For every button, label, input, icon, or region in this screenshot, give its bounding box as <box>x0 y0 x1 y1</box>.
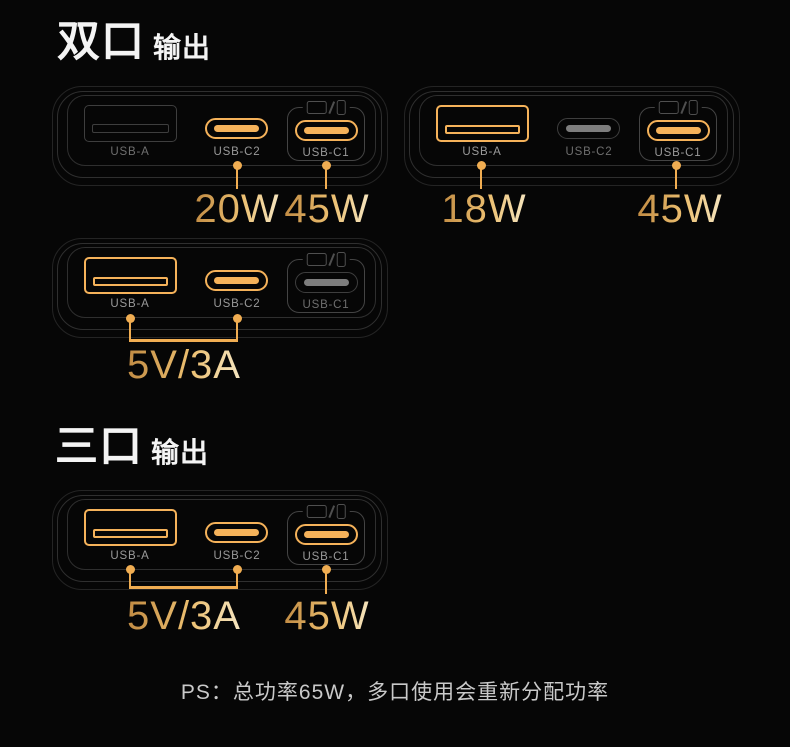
output-value-usb-c1: 45W <box>284 187 370 231</box>
laptop-phone-icon <box>654 99 702 116</box>
usb-a-slot <box>93 529 168 538</box>
laptop-icon <box>658 101 679 114</box>
output-value-usb-a: 18W <box>441 187 527 231</box>
port-panel-outline <box>67 95 376 166</box>
section-title-small: 输出 <box>151 437 210 468</box>
connector-line <box>324 569 328 594</box>
device-face-outline <box>57 243 382 330</box>
usb-a-label: USB-A <box>110 550 150 562</box>
usb-a-port <box>84 509 177 546</box>
usb-a-slot <box>93 277 168 286</box>
usb-c1-label: USB-C1 <box>296 299 356 311</box>
usb-c1-tongue <box>304 279 349 286</box>
port-panel-outline <box>67 499 376 570</box>
usb-c1-port <box>647 120 710 141</box>
usb-c1-tongue <box>304 531 349 538</box>
total-power-note: PS：总功率65W，多口使用会重新分配功率 <box>180 681 610 704</box>
port-panel-outline <box>419 95 728 166</box>
usb-c1-tongue <box>656 127 701 134</box>
laptop-icon <box>306 101 327 114</box>
section-title-small: 输出 <box>153 32 212 63</box>
usb-c2-label: USB-C2 <box>213 146 261 158</box>
usb-a-port <box>436 105 529 142</box>
usb-a-label: USB-A <box>462 146 502 158</box>
laptop-phone-icon <box>302 251 350 268</box>
device-shell-outline <box>52 86 388 186</box>
phone-icon <box>336 252 346 267</box>
connector-line <box>479 165 483 189</box>
powerbank-diagram-triple: USB-A USB-C2 USB-C1 5V/3A 45W <box>52 490 388 636</box>
connector-merge-line <box>128 339 239 342</box>
laptop-phone-icon <box>302 503 350 520</box>
output-value-usb-c1: 45W <box>284 594 370 638</box>
usb-a-label: USB-A <box>110 146 150 158</box>
port-panel-outline <box>67 247 376 318</box>
slash-icon <box>328 505 335 518</box>
device-shell-outline <box>52 490 388 590</box>
usb-c2-port <box>557 118 620 139</box>
laptop-phone-icon <box>302 99 350 116</box>
usb-a-slot <box>92 124 169 133</box>
device-face-outline <box>57 91 382 178</box>
usb-c2-label: USB-C2 <box>213 298 261 310</box>
connector-line <box>235 165 239 189</box>
section-title-dual-output: 双口 输出 <box>57 21 211 64</box>
section-title-triple-output: 三口 输出 <box>55 426 209 469</box>
connector-merge-line <box>128 586 239 589</box>
usb-c1-port <box>295 524 358 545</box>
usb-a-slot <box>445 125 520 134</box>
usb-c1-label: USB-C1 <box>648 147 708 159</box>
usb-c1-port <box>295 120 358 141</box>
phone-icon <box>336 100 346 115</box>
phone-icon <box>688 100 698 115</box>
powerbank-diagram-dual-a-c1: USB-A USB-C2 USB-C1 18W 45W <box>404 86 740 229</box>
usb-c2-label: USB-C2 <box>213 550 261 562</box>
slash-icon <box>680 101 687 114</box>
laptop-icon <box>306 505 327 518</box>
usb-c1-label: USB-C1 <box>296 551 356 563</box>
connector-line <box>235 569 239 589</box>
section-title-big: 三口 <box>55 423 143 471</box>
usb-c2-port <box>205 118 268 139</box>
usb-c2-port <box>205 270 268 291</box>
usb-a-port <box>84 105 177 142</box>
usb-a-port <box>84 257 177 294</box>
usb-c2-label: USB-C2 <box>565 146 613 158</box>
usb-a-label: USB-A <box>110 298 150 310</box>
phone-icon <box>336 504 346 519</box>
usb-c1-port <box>295 272 358 293</box>
powerbank-diagram-dual-c2-c1: USB-A USB-C2 USB-C1 20W 45W <box>52 86 388 229</box>
laptop-icon <box>306 253 327 266</box>
output-value-usb-a-c2: 5V/3A <box>127 594 241 638</box>
section-title-big: 双口 <box>57 18 145 66</box>
device-shell-outline <box>52 238 388 338</box>
powerbank-diagram-dual-a-c2: USB-A USB-C2 USB-C1 5V/3A <box>52 238 388 385</box>
usb-c1-label: USB-C1 <box>296 147 356 159</box>
connector-line <box>324 165 328 189</box>
connector-line <box>235 318 239 342</box>
connector-line <box>128 569 132 589</box>
output-value-usb-c2: 20W <box>194 187 280 231</box>
usb-c2-tongue <box>214 529 259 536</box>
usb-c2-tongue <box>214 277 259 284</box>
slash-icon <box>328 253 335 266</box>
connector-line <box>128 318 132 342</box>
usb-c2-tongue <box>214 125 259 132</box>
output-value-usb-c1: 45W <box>637 187 723 231</box>
device-shell-outline <box>404 86 740 186</box>
connector-line <box>674 165 678 189</box>
usb-c2-port <box>205 522 268 543</box>
usb-c2-tongue <box>566 125 611 132</box>
output-value-usb-a-c2: 5V/3A <box>127 343 241 387</box>
device-face-outline <box>57 495 382 582</box>
device-face-outline <box>409 91 734 178</box>
usb-c1-tongue <box>304 127 349 134</box>
slash-icon <box>328 101 335 114</box>
